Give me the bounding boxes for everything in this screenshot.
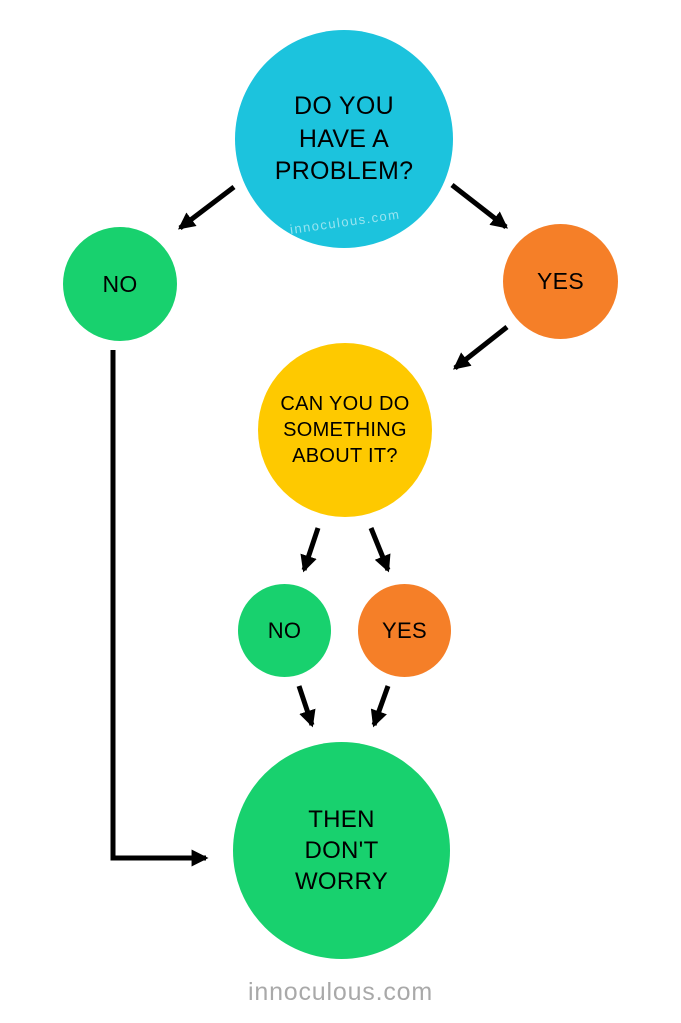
node-label: YES bbox=[537, 268, 584, 294]
node-then-dont-worry: THEN DON'T WORRY bbox=[233, 742, 450, 959]
node-label: THEN DON'T WORRY bbox=[294, 805, 389, 896]
node-do-you-have-a-problem: DO YOU HAVE A PROBLEM? bbox=[235, 30, 453, 248]
node-yes-branch-2: YES bbox=[358, 584, 451, 677]
arrow-problem-to-yes bbox=[450, 183, 509, 229]
node-no-branch-2: NO bbox=[238, 584, 331, 677]
footer-watermark-text: innoculous.com bbox=[248, 978, 433, 1006]
node-can-you-do-something: CAN YOU DO SOMETHING ABOUT IT? bbox=[258, 343, 432, 517]
node-no-branch-1: NO bbox=[63, 227, 177, 341]
arrow-no-to-worry bbox=[296, 685, 316, 728]
arrow-yes-to-can bbox=[452, 325, 509, 370]
node-yes-branch-1: YES bbox=[503, 224, 618, 339]
node-label: NO bbox=[267, 617, 302, 643]
arrow-problem-to-no bbox=[177, 185, 236, 230]
arrow-can-to-yes bbox=[368, 527, 391, 573]
arrow-yes-to-worry bbox=[370, 685, 391, 728]
node-label: DO YOU HAVE A PROBLEM? bbox=[274, 92, 414, 186]
node-label: YES bbox=[382, 617, 427, 643]
node-label: NO bbox=[102, 270, 138, 297]
arrow-can-to-no bbox=[300, 527, 321, 573]
arrow-elbow-no-to-worry bbox=[110, 350, 209, 867]
node-label: CAN YOU DO SOMETHING ABOUT IT? bbox=[280, 393, 410, 467]
